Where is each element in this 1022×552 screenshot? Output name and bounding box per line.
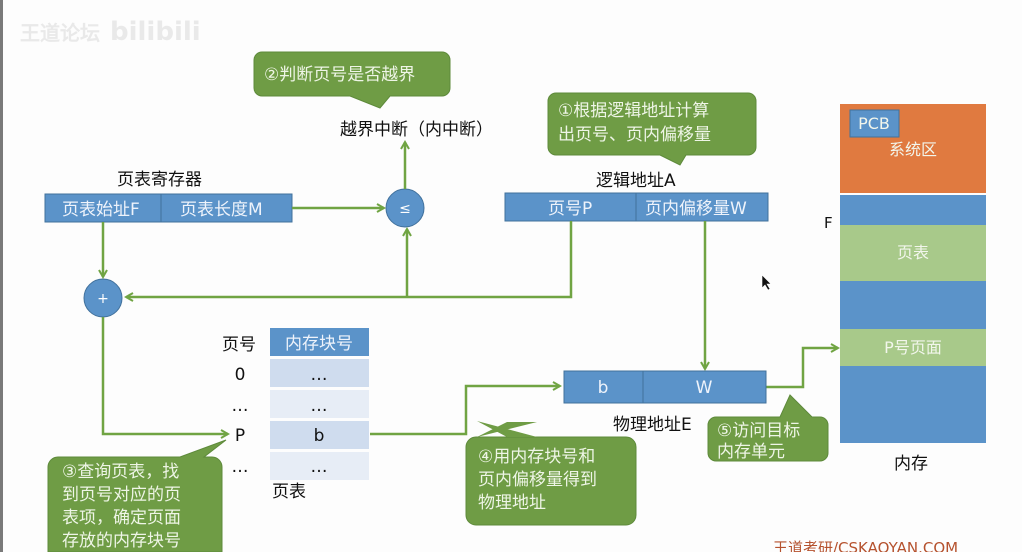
compare-symbol: ≤ bbox=[399, 201, 411, 217]
page-table-row: … … bbox=[232, 452, 369, 480]
arrow-block-to-physical bbox=[370, 386, 560, 436]
page-table-block-cell: b bbox=[314, 426, 325, 446]
memory-page-table-label: 页表 bbox=[897, 243, 929, 262]
page-table-block-cell: … bbox=[311, 457, 328, 477]
physical-block-field bbox=[563, 370, 644, 404]
arrow-page-to-add bbox=[126, 221, 573, 297]
page-table-page-cell: 0 bbox=[235, 365, 246, 385]
step-4-line-1: ④用内存块号和 bbox=[478, 447, 595, 467]
physical-address: b W 物理地址E bbox=[563, 370, 767, 435]
bilibili-logo-icon: bilibili bbox=[110, 17, 201, 47]
logical-address-title: 逻辑地址A bbox=[596, 171, 676, 191]
page-table-page-cell: P bbox=[235, 426, 245, 446]
memory-pcb-block bbox=[849, 109, 900, 138]
flow-arrows bbox=[103, 142, 838, 434]
add-node: + bbox=[83, 278, 123, 318]
page-table-block-cell: … bbox=[311, 365, 328, 385]
physical-offset-field bbox=[642, 370, 767, 404]
page-table: 页号 内存块号 0 … … … P b … … 页表 bbox=[222, 328, 369, 502]
physical-offset-label: W bbox=[696, 378, 713, 398]
page-table-length-field bbox=[160, 193, 293, 223]
memory: PCB 系统区 页表 P号页面 F 内存 bbox=[824, 104, 986, 474]
memory-pcb-label: PCB bbox=[858, 114, 890, 133]
step-5-line-1: ⑤访问目标 bbox=[717, 421, 800, 441]
window-left-border bbox=[0, 0, 3, 552]
arrow-physical-to-memory bbox=[766, 348, 838, 389]
physical-address-caption: 物理地址E bbox=[613, 415, 692, 435]
memory-system-label: 系统区 bbox=[889, 140, 937, 159]
page-table-col-header: 内存块号 bbox=[285, 334, 353, 354]
step-3-callout: ③查询页表，找 到页号对应的页 表项，确定页面 存放的内存块号 bbox=[47, 439, 227, 552]
step-3-line-1: ③查询页表，找 bbox=[62, 462, 179, 482]
step-4-callout: ④用内存块号和 页内偏移量得到 物理地址 bbox=[465, 421, 637, 526]
page-table-row: … … bbox=[232, 390, 369, 418]
step-5-callout: ⑤访问目标 内存单元 bbox=[707, 394, 829, 462]
memory-page-p-label: P号页面 bbox=[884, 338, 942, 357]
page-table-page-cell: … bbox=[232, 457, 249, 477]
arrow-add-to-pagetable bbox=[101, 317, 228, 434]
page-table-row-header: 页号 bbox=[222, 335, 256, 355]
step-5-line-2: 内存单元 bbox=[717, 442, 785, 462]
step-4-line-2: 页内偏移量得到 bbox=[478, 470, 597, 490]
page-table-caption: 页表 bbox=[272, 482, 306, 502]
footer-brand: 王道考研/CSKAOYAN.COM bbox=[773, 539, 958, 552]
watermark: 王道论坛 bilibili bbox=[20, 17, 201, 47]
memory-f-marker: F bbox=[824, 214, 833, 232]
page-table-col-header-cell bbox=[270, 328, 369, 356]
step-2-callout: ②判断页号是否越界 bbox=[253, 51, 451, 109]
add-symbol: + bbox=[97, 291, 109, 307]
physical-block-label: b bbox=[598, 378, 609, 398]
step-3-line-4: 存放的内存块号 bbox=[62, 531, 181, 551]
step-2-text: ②判断页号是否越界 bbox=[264, 65, 415, 85]
page-offset-label: 页内偏移量W bbox=[645, 199, 747, 219]
page-table-row: 0 … bbox=[235, 359, 369, 387]
step-4-line-3: 物理地址 bbox=[478, 493, 546, 513]
mouse-cursor-icon bbox=[761, 274, 772, 291]
step-1-line-2: 出页号、页内偏移量 bbox=[558, 125, 711, 145]
page-offset-field bbox=[635, 192, 769, 222]
watermark-text: 王道论坛 bbox=[20, 21, 100, 45]
step-3-line-3: 表项，确定页面 bbox=[62, 508, 181, 528]
interrupt-label: 越界中断（内中断） bbox=[340, 120, 493, 140]
step-3-line-2: 到页号对应的页 bbox=[62, 485, 181, 505]
memory-caption: 内存 bbox=[894, 454, 928, 474]
page-table-block-cell: … bbox=[311, 396, 328, 416]
logical-address: 页号P 页内偏移量W bbox=[504, 192, 769, 222]
memory-page-p-area bbox=[840, 329, 986, 366]
page-table-length-label: 页表长度M bbox=[180, 200, 263, 220]
page-number-label: 页号P bbox=[548, 199, 592, 219]
page-table-start-label: 页表始址F bbox=[62, 200, 140, 220]
page-table-page-cell: … bbox=[232, 396, 249, 416]
page-table-register: 页表始址F 页表长度M bbox=[44, 193, 293, 223]
compare-node: ≤ bbox=[385, 188, 425, 228]
step-1-line-1: ①根据逻辑地址计算 bbox=[558, 101, 709, 121]
page-table-row: P b bbox=[235, 421, 369, 449]
memory-page-table-area bbox=[840, 225, 986, 281]
page-table-register-title: 页表寄存器 bbox=[117, 170, 202, 190]
step-1-callout: ①根据逻辑地址计算 出页号、页内偏移量 bbox=[547, 92, 757, 166]
